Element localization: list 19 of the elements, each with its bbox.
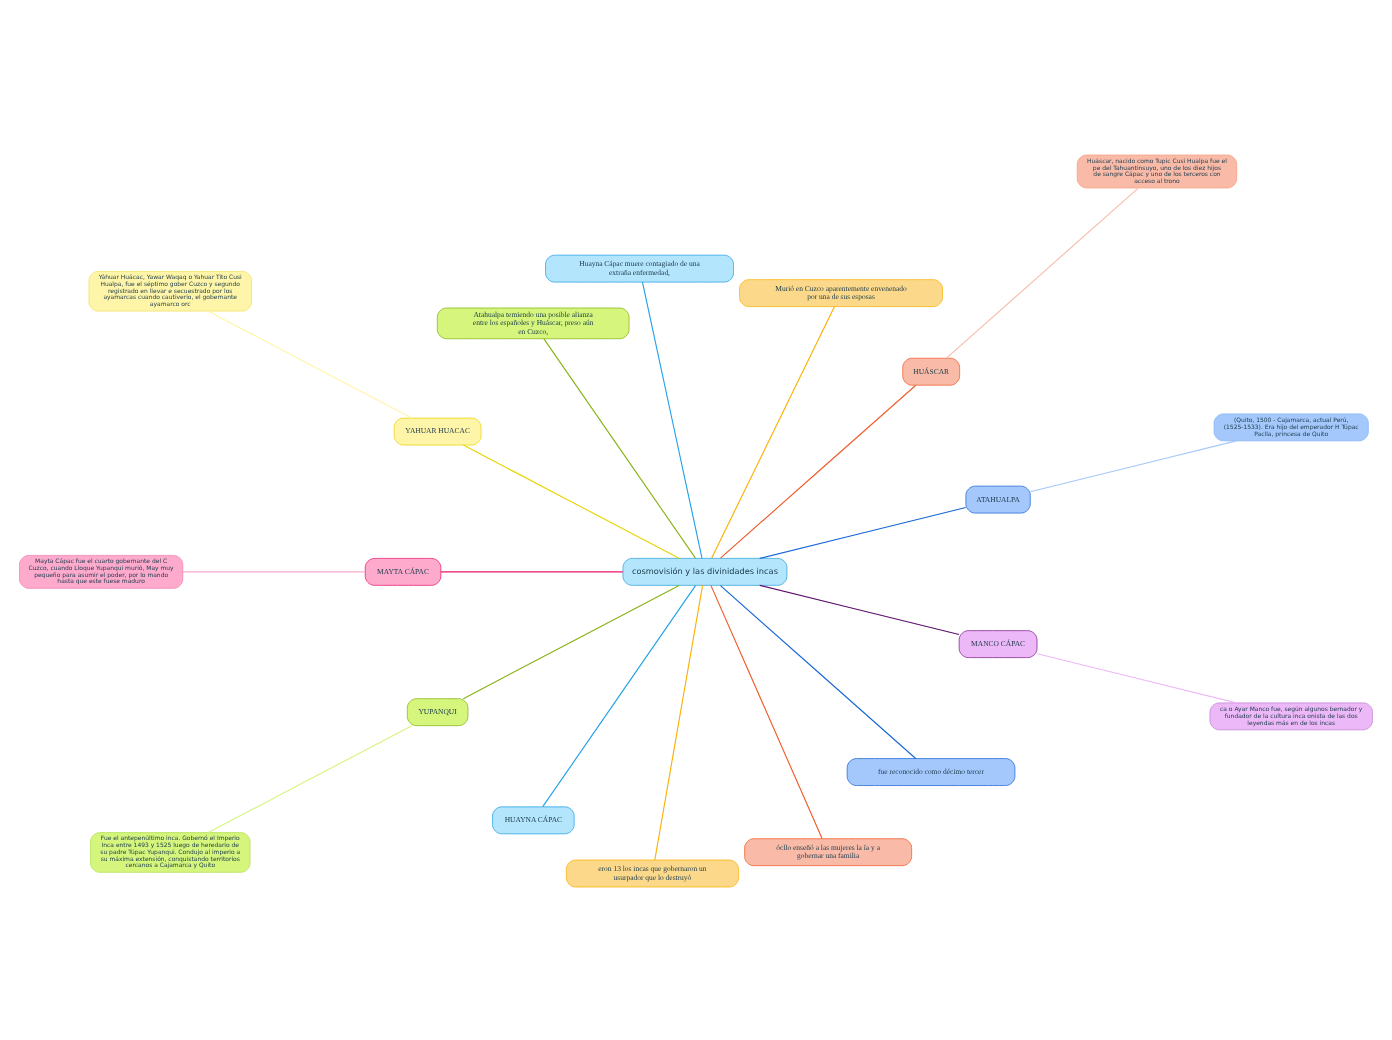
connector bbox=[440, 570, 624, 572]
connector bbox=[462, 583, 680, 699]
connector bbox=[711, 305, 835, 558]
connector bbox=[710, 583, 823, 839]
connector bbox=[641, 280, 703, 558]
connector bbox=[719, 584, 917, 758]
connector bbox=[1036, 652, 1238, 703]
connector bbox=[182, 570, 366, 572]
connector bbox=[207, 309, 413, 418]
connector bbox=[1029, 439, 1237, 492]
connector bbox=[719, 383, 917, 558]
connector bbox=[462, 443, 680, 558]
connector bbox=[543, 337, 696, 558]
connector bbox=[654, 583, 704, 860]
connector bbox=[542, 584, 697, 807]
connector bbox=[207, 724, 413, 833]
connector bbox=[759, 506, 967, 558]
connector bbox=[946, 186, 1139, 358]
connector bbox=[759, 583, 960, 635]
